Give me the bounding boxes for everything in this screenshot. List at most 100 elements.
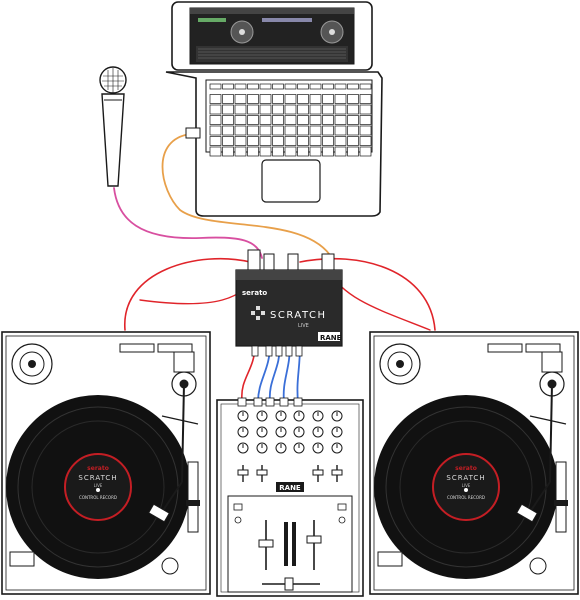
laptop-key	[272, 104, 284, 115]
laptop-key	[322, 94, 334, 104]
cable-left-turntable	[124, 257, 251, 331]
audio-interface-icon: serato SCRATCH LIVE RANE	[235, 249, 343, 357]
laptop-key	[259, 146, 272, 157]
laptop-key	[309, 115, 322, 125]
laptop-key	[222, 94, 234, 104]
laptop-key	[234, 146, 247, 157]
laptop-key	[259, 125, 272, 136]
record-right-sub: LIVE	[462, 483, 471, 488]
laptop-key	[309, 83, 322, 90]
mixer-knobs	[237, 410, 343, 454]
laptop-key	[234, 136, 247, 146]
laptop-key	[309, 146, 322, 157]
laptop-key	[222, 115, 234, 125]
laptop-key	[259, 136, 272, 146]
interface-brand: serato	[242, 289, 267, 297]
mixer-meter	[284, 522, 296, 566]
turntable-left: serato SCRATCH LIVE CONTROL RECORD	[1, 331, 211, 595]
tonearm-right	[516, 351, 567, 523]
laptop-key	[297, 115, 309, 125]
record-left-sub: LIVE	[94, 483, 103, 488]
laptop-key	[322, 83, 334, 90]
laptop-key	[284, 83, 297, 90]
mixer-channel-faders	[237, 465, 343, 482]
cable-microphone	[113, 187, 263, 259]
record-left-brand: serato	[87, 465, 109, 472]
laptop-key	[284, 94, 297, 104]
laptop-trackpad	[261, 159, 321, 203]
laptop-key	[297, 83, 309, 90]
laptop-key	[259, 83, 272, 90]
tonearm-left	[148, 351, 199, 523]
record-left-line1: CONTROL RECORD	[79, 495, 117, 500]
interface-sub: LIVE	[298, 323, 309, 329]
laptop-key	[347, 104, 359, 115]
laptop-key	[209, 104, 222, 115]
laptop-key	[297, 125, 309, 136]
laptop-key	[359, 83, 372, 90]
record-right-line1: CONTROL RECORD	[447, 495, 485, 500]
laptop-key	[347, 115, 359, 125]
turntable-right: serato SCRATCH LIVE CONTROL RECORD	[369, 331, 579, 595]
laptop-key	[334, 136, 347, 146]
laptop-key	[309, 136, 322, 146]
laptop-key	[334, 146, 347, 157]
laptop-key	[259, 104, 272, 115]
laptop-key	[334, 115, 347, 125]
laptop-key	[272, 136, 284, 146]
laptop-key	[209, 115, 222, 125]
laptop-key	[359, 104, 372, 115]
laptop-key	[272, 83, 284, 90]
laptop-key	[247, 94, 259, 104]
interface-product: SCRATCH	[270, 310, 326, 321]
laptop-key	[284, 125, 297, 136]
laptop-icon	[165, 1, 383, 217]
laptop-key	[259, 94, 272, 104]
laptop-key	[322, 136, 334, 146]
laptop-key	[322, 125, 334, 136]
laptop-key	[322, 115, 334, 125]
laptop-key	[222, 136, 234, 146]
cable-usb	[161, 133, 331, 256]
mixer-maker: RANE	[279, 484, 301, 492]
laptop-key	[234, 115, 247, 125]
laptop-key	[297, 94, 309, 104]
mixer-crossfader	[262, 577, 320, 591]
laptop-key	[222, 104, 234, 115]
laptop-key	[272, 94, 284, 104]
laptop-key	[359, 136, 372, 146]
laptop-screen-topbar	[190, 8, 354, 14]
laptop-key	[284, 104, 297, 115]
laptop-key	[322, 146, 334, 157]
laptop-key	[284, 146, 297, 157]
laptop-key	[247, 104, 259, 115]
cable-right-loop	[327, 269, 431, 331]
laptop-key	[247, 136, 259, 146]
laptop-key	[272, 146, 284, 157]
laptop-key	[284, 136, 297, 146]
laptop-key	[297, 146, 309, 157]
interface-maker: RANE	[320, 334, 342, 342]
laptop-key	[234, 83, 247, 90]
laptop-key	[222, 83, 234, 90]
laptop-key	[297, 136, 309, 146]
laptop-key	[309, 125, 322, 136]
laptop-key	[209, 83, 222, 90]
record-left-product: SCRATCH	[78, 474, 117, 482]
laptop-keyboard	[209, 83, 372, 157]
laptop-key	[309, 94, 322, 104]
laptop-key	[334, 94, 347, 104]
laptop-key	[309, 104, 322, 115]
laptop-key	[272, 115, 284, 125]
laptop-key	[359, 146, 372, 157]
laptop-key	[234, 104, 247, 115]
laptop-key	[359, 125, 372, 136]
laptop-key	[209, 125, 222, 136]
laptop-key	[359, 94, 372, 104]
laptop-key	[322, 104, 334, 115]
laptop-key	[334, 83, 347, 90]
laptop-key	[359, 115, 372, 125]
laptop-key	[222, 125, 234, 136]
laptop-key	[247, 83, 259, 90]
